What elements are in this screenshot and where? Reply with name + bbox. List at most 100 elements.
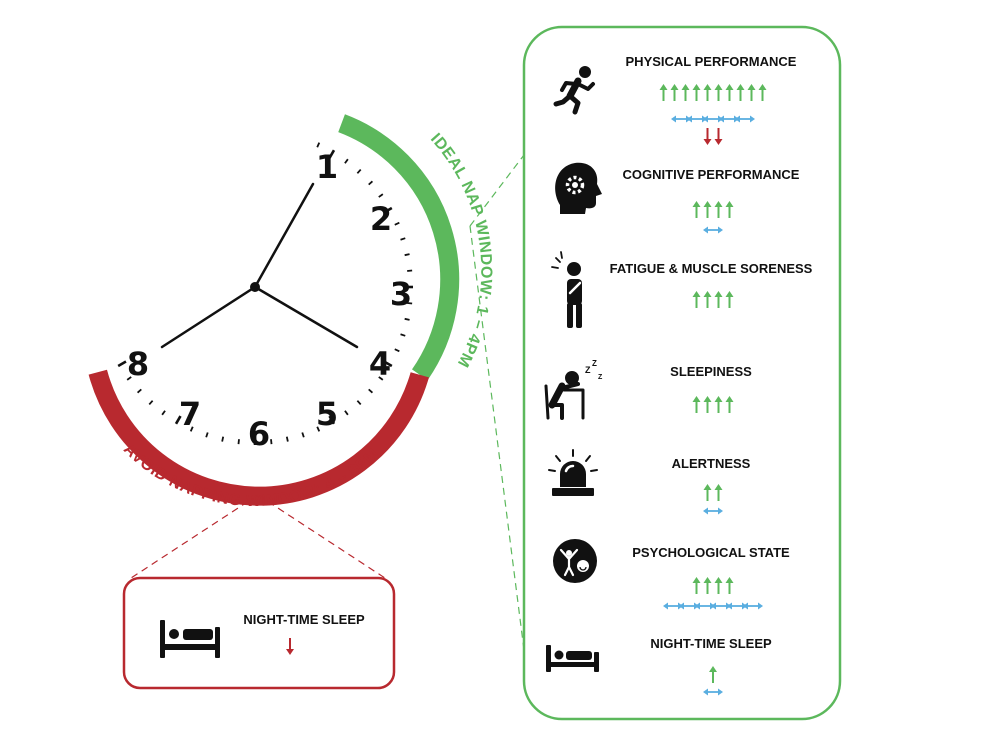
outcome-label-psychological-state: PSYCHOLOGICAL STATE	[632, 545, 790, 560]
clock-number-7: 7	[179, 395, 201, 433]
increase-arrow	[725, 577, 734, 594]
svg-text:Z: Z	[585, 365, 591, 375]
clock-center-dot	[250, 282, 260, 292]
increase-arrow	[681, 84, 690, 101]
clock-tick	[328, 415, 336, 425]
clock-tick	[221, 436, 225, 442]
increase-arrow	[670, 84, 679, 101]
clock-tick	[400, 333, 406, 337]
sore-person-icon	[551, 251, 582, 328]
clock-tick	[404, 317, 410, 321]
outcome-label-alertness: ALERTNESS	[672, 456, 751, 471]
no-change-arrow	[703, 688, 723, 696]
clock-tick	[368, 388, 374, 394]
increase-arrow	[714, 84, 723, 101]
clock-tick	[174, 415, 182, 425]
clock-tick	[136, 388, 142, 394]
clock-tick	[148, 400, 154, 406]
avoid-napping-window-arc	[88, 369, 429, 506]
clock-tick	[328, 149, 336, 159]
clock-tick	[407, 269, 413, 272]
clock-tick	[378, 193, 384, 198]
increase-arrow	[747, 84, 756, 101]
increase-arrow	[703, 201, 712, 218]
bed-icon	[546, 645, 599, 672]
decrease-arrow	[286, 638, 294, 655]
clock-tick	[394, 221, 400, 226]
hand-to-8	[160, 285, 257, 349]
ideal-nap-window-arc	[338, 114, 460, 381]
hand-to-1	[253, 182, 315, 289]
outcome-label-cognitive-performance: COGNITIVE PERFORMANCE	[623, 167, 800, 182]
clock-tick	[400, 237, 406, 241]
connector-red-left	[127, 494, 259, 581]
clock-tick	[205, 432, 209, 438]
increase-arrow	[692, 84, 701, 101]
outcome-label-physical-performance: PHYSICAL PERFORMANCE	[626, 54, 797, 69]
increase-arrow	[736, 84, 745, 101]
clock-number-8: 8	[127, 345, 149, 383]
clock-tick	[316, 426, 321, 432]
clock-tick	[356, 168, 362, 174]
increase-arrow	[725, 291, 734, 308]
clock-numbers: 12 3 45 6 78	[127, 148, 412, 453]
clock-tick	[126, 376, 132, 381]
connector-green-top	[469, 154, 525, 227]
happy-mind-icon	[553, 539, 597, 583]
decrease-arrow	[714, 128, 723, 145]
clock-tick	[189, 426, 194, 432]
clock-tick	[368, 180, 374, 186]
increase-arrow	[725, 396, 734, 413]
increase-arrow	[659, 84, 668, 101]
clock-tick	[301, 432, 305, 438]
avoid-outcomes-panel	[122, 576, 396, 690]
clock-number-6: 6	[248, 415, 270, 453]
alarm-siren-icon	[548, 449, 598, 496]
avoid-outcome-label-night-time-sleep: NIGHT-TIME SLEEP	[243, 612, 365, 627]
clock-tick	[404, 253, 410, 257]
clock-tick	[383, 360, 393, 368]
increase-arrow	[714, 201, 723, 218]
outcome-label-fatigue-soreness: FATIGUE & MUSCLE SORENESS	[610, 261, 813, 276]
connector-green-bottom	[469, 225, 525, 651]
svg-text:Z: Z	[592, 359, 597, 368]
clock-number-5: 5	[316, 395, 338, 433]
svg-text:Z: Z	[598, 374, 603, 381]
increase-arrow	[709, 666, 717, 683]
increase-arrow	[725, 84, 734, 101]
clock-tick	[356, 400, 362, 406]
increase-arrow	[725, 201, 734, 218]
no-change-arrow	[735, 115, 755, 123]
increase-arrow	[692, 396, 701, 413]
clock-tick	[407, 302, 413, 305]
clock-number-2: 2	[370, 200, 392, 238]
increase-arrow	[692, 577, 701, 594]
clock-number-1: 1	[316, 148, 338, 186]
clock-number-4: 4	[369, 345, 391, 383]
clock-tick	[378, 376, 384, 381]
clock-tick-marks	[117, 142, 413, 445]
increase-arrow	[714, 577, 723, 594]
clock-tick	[316, 142, 321, 148]
outcome-label-night-time-sleep: NIGHT-TIME SLEEP	[650, 636, 772, 651]
clock-tick	[285, 436, 289, 442]
outcome-label-sleepiness: SLEEPINESS	[670, 364, 752, 379]
clock-tick	[344, 410, 349, 416]
increase-arrow	[703, 396, 712, 413]
no-change-arrow	[703, 507, 723, 515]
clock-tick	[117, 360, 127, 368]
connector-red-right	[257, 494, 389, 581]
no-change-arrow	[743, 602, 763, 610]
clock-tick	[161, 410, 166, 416]
sleeping-at-desk-icon: Z Z Z	[544, 359, 603, 420]
clock-tick	[344, 158, 349, 164]
outcome-arrow-indicators	[286, 84, 767, 696]
clock-number-3: 3	[390, 275, 412, 313]
increase-arrow	[692, 201, 701, 218]
increase-arrow	[703, 291, 712, 308]
head-gear-icon	[555, 162, 602, 214]
hand-to-4	[253, 285, 359, 349]
increase-arrow	[703, 577, 712, 594]
clock-hands	[160, 182, 359, 349]
